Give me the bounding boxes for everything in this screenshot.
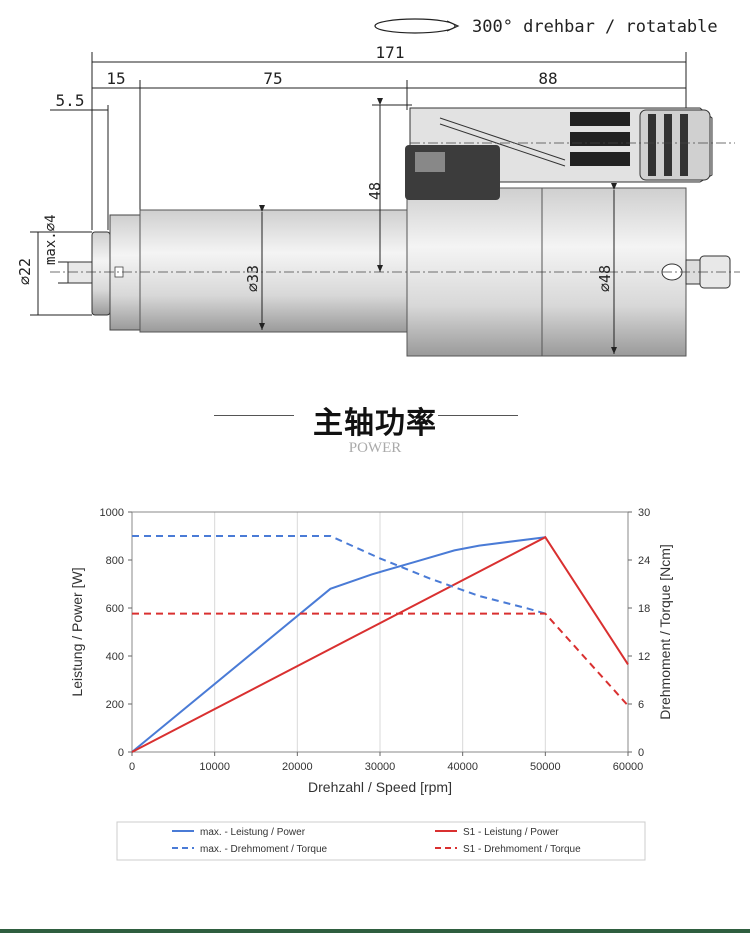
chart-grid <box>131 512 629 752</box>
dim-max-d4-label: max.∅4 <box>43 214 59 265</box>
series-line-4 <box>132 612 629 707</box>
title-line-right <box>438 415 518 416</box>
dim-48-height-label: 48 <box>366 182 384 200</box>
section-title: 主轴功率 <box>313 406 437 441</box>
x-tick-label: 60000 <box>613 761 644 773</box>
y-left-tick-label: 400 <box>106 651 124 663</box>
y-left-tick-label: 0 <box>118 747 124 759</box>
y-left-tick-label: 800 <box>106 555 124 567</box>
bottom-bar <box>0 929 750 933</box>
y-left-tick-label: 600 <box>106 603 124 615</box>
x-axis-title: Drehzahl / Speed [rpm] <box>308 779 452 795</box>
dim-d48-label: ∅48 <box>596 265 614 292</box>
title-line-left <box>214 415 294 416</box>
x-tick-label: 40000 <box>447 761 478 773</box>
y-right-tick-label: 30 <box>638 507 650 519</box>
legend-box <box>116 821 646 861</box>
spindle-body <box>139 209 408 333</box>
y-right-tick-label: 0 <box>638 747 644 759</box>
dim-5-5-label: 5.5 <box>56 91 85 110</box>
y-left-tick-label: 200 <box>106 699 124 711</box>
dim-d33-label: ∅33 <box>244 265 262 292</box>
dim-88-label: 88 <box>538 69 557 88</box>
rotation-symbol-icon <box>374 18 460 34</box>
y-right-tick-label: 18 <box>638 603 650 615</box>
dim-d22-label: ∅22 <box>16 258 34 285</box>
dim-48-height <box>372 98 412 272</box>
y-left-tick-label: 1000 <box>100 507 124 519</box>
dim-5-5 <box>50 105 109 230</box>
section-subtitle: POWER <box>348 440 402 456</box>
chart-series <box>131 535 629 753</box>
dim-15-label: 15 <box>106 69 125 88</box>
series-line-1 <box>131 536 546 753</box>
dim-overall <box>91 52 687 115</box>
legend-label: S1 - Leistung / Power <box>463 827 559 838</box>
dim-overall-label: 171 <box>376 43 405 62</box>
connector-block <box>405 107 713 200</box>
series-line-2 <box>131 535 629 753</box>
x-tick-label: 20000 <box>282 761 313 773</box>
legend-label: max. - Drehmoment / Torque <box>200 844 328 855</box>
x-tick-label: 30000 <box>365 761 396 773</box>
x-tick-label: 50000 <box>530 761 561 773</box>
x-tick-label: 0 <box>129 761 135 773</box>
y-right-axis-title: Drehmoment / Torque [Ncm] <box>657 544 673 720</box>
x-tick-label: 10000 <box>199 761 230 773</box>
rotation-label: 300° drehbar / rotatable <box>472 17 718 37</box>
y-right-tick-label: 12 <box>638 651 650 663</box>
chart-legend: max. - Leistung / Power S1 - Leistung / P… <box>116 821 646 861</box>
y-left-axis-title: Leistung / Power [W] <box>69 567 85 696</box>
legend-label: max. - Leistung / Power <box>200 827 306 838</box>
y-right-tick-label: 24 <box>638 555 650 567</box>
technical-drawing: 300° drehbar / rotatable 171 15 75 88 5.… <box>16 17 740 357</box>
series-line-3 <box>132 535 546 615</box>
dim-75-label: 75 <box>263 69 282 88</box>
y-right-tick-label: 6 <box>638 699 644 711</box>
legend-label: S1 - Drehmoment / Torque <box>463 844 581 855</box>
